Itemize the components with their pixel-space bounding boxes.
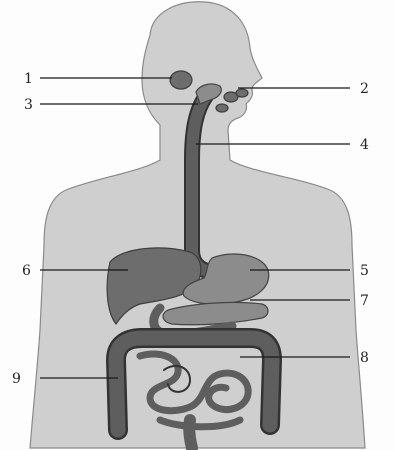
label-1: 1 xyxy=(24,71,33,87)
label-9: 9 xyxy=(12,371,21,387)
label-2: 2 xyxy=(360,81,369,97)
salivary-gland-c xyxy=(216,104,228,112)
label-4: 4 xyxy=(360,137,369,153)
rectum xyxy=(189,420,192,448)
label-5: 5 xyxy=(360,263,369,279)
head-gland xyxy=(170,71,192,89)
label-3: 3 xyxy=(24,97,33,113)
label-6: 6 xyxy=(22,263,31,279)
salivary-gland-b xyxy=(236,89,248,97)
label-7: 7 xyxy=(360,293,369,309)
label-8: 8 xyxy=(360,350,369,366)
